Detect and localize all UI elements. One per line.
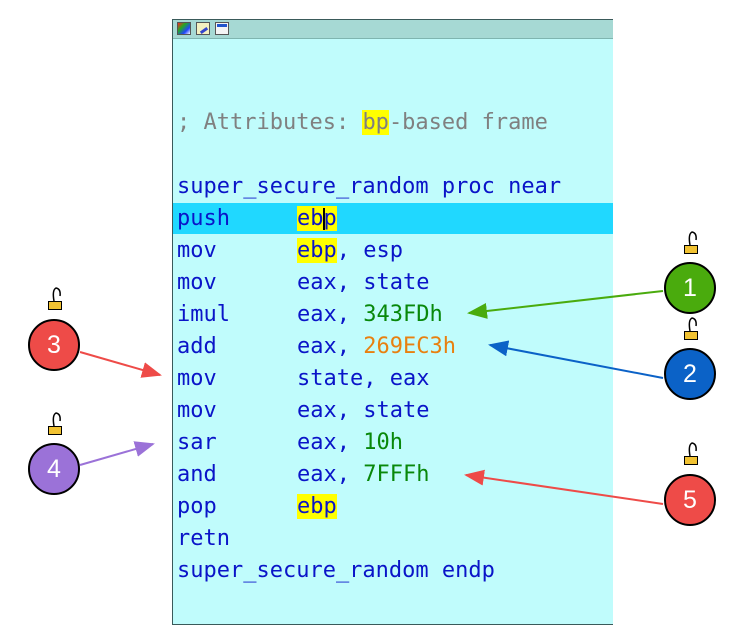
mnemonic: add — [177, 334, 217, 359]
mnemonic: retn — [177, 526, 230, 551]
operand-state[interactable]: state — [363, 398, 430, 423]
graph-view-icon[interactable] — [177, 22, 191, 35]
arrow-2 — [488, 340, 664, 379]
operand[interactable]: esp — [363, 238, 403, 263]
ornament-cap — [684, 245, 698, 254]
bp-highlight: bp — [362, 110, 389, 135]
mnemonic: mov — [177, 366, 217, 391]
mnemonic: mov — [177, 270, 217, 295]
constant-7fffh[interactable]: 7FFFh — [363, 462, 430, 487]
code-line-retn[interactable]: retn — [177, 523, 297, 554]
operand[interactable]: eax — [297, 462, 337, 487]
operand[interactable]: eax — [297, 398, 337, 423]
arrow-1 — [467, 290, 664, 319]
ornament-cap — [48, 426, 62, 435]
code-line-pop-ebp[interactable]: pop ebp — [177, 491, 337, 522]
ornament-4-badge: 4 — [28, 443, 80, 495]
constant-343fdh[interactable]: 343FDh — [363, 302, 443, 327]
mnemonic: mov — [177, 398, 217, 423]
operand[interactable]: eax — [297, 334, 337, 359]
constant-10h[interactable]: 10h — [363, 430, 403, 455]
ornament-cap — [684, 456, 698, 465]
operand[interactable]: eax — [297, 270, 337, 295]
mnemonic: imul — [177, 302, 230, 327]
operand-state[interactable]: state — [297, 366, 364, 391]
proc-declaration[interactable]: super_secure_random proc near — [177, 174, 562, 199]
ornament-2-badge: 2 — [664, 348, 716, 400]
text-cursor — [322, 208, 325, 230]
mnemonic: push — [177, 206, 230, 231]
operand[interactable]: eax — [297, 430, 337, 455]
operand[interactable]: eax — [389, 366, 430, 391]
mnemonic: pop — [177, 494, 217, 519]
ornament-cap — [48, 301, 62, 310]
proc-end[interactable]: super_secure_random endp — [177, 558, 495, 583]
operand-state[interactable]: state — [363, 270, 430, 295]
constant-269ec3h[interactable]: 269EC3h — [363, 334, 456, 359]
mnemonic: mov — [177, 238, 217, 263]
arrow-4 — [79, 441, 155, 466]
ornament-cap — [684, 331, 698, 340]
operand-ebp[interactable]: ebp — [297, 206, 337, 231]
disassembly-view[interactable]: ; Attributes: bp-based frame super_secur… — [172, 19, 613, 625]
ornament-5-badge: 5 — [664, 474, 716, 526]
mnemonic: and — [177, 462, 217, 487]
window-icon[interactable] — [215, 22, 229, 35]
ornament-3-badge: 3 — [28, 319, 80, 371]
code-line-push-ebp[interactable]: push ebp — [173, 203, 613, 234]
arrow-5 — [464, 469, 664, 505]
ornament-1-badge: 1 — [664, 262, 716, 314]
mnemonic: sar — [177, 430, 217, 455]
attributes-comment: ; Attributes: bp-based frame — [177, 110, 548, 135]
operand-ebp[interactable]: ebp — [297, 494, 337, 519]
arrow-3 — [79, 351, 162, 378]
view-toolbar — [173, 20, 613, 39]
edit-icon[interactable] — [196, 22, 210, 35]
operand-ebp[interactable]: ebp — [297, 238, 337, 263]
operand[interactable]: eax — [297, 302, 337, 327]
